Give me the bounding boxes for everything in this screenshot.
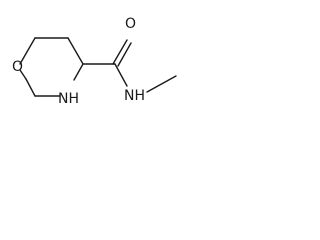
bond-carbonyl-c-o-1 <box>112 39 128 65</box>
bond-o-c-lower-stub <box>19 69 27 80</box>
chemical-structure: O O NH NH <box>12 16 177 107</box>
amide-nh-label: NH <box>124 88 145 104</box>
ring-oxygen-label: O <box>12 59 23 75</box>
ring-nh-label: NH <box>58 91 79 107</box>
carbonyl-oxygen-label: O <box>125 16 136 32</box>
bond-c-c-left-lower <box>25 78 36 97</box>
bond-n-methyl <box>146 75 177 93</box>
bond-c-n-ring <box>73 63 84 81</box>
bond-c-c-right <box>67 37 84 65</box>
bond-c-n-amide <box>114 63 128 87</box>
bond-o-c-upper <box>19 37 36 65</box>
bond-carbonyl-c-o-2 <box>117 42 132 67</box>
